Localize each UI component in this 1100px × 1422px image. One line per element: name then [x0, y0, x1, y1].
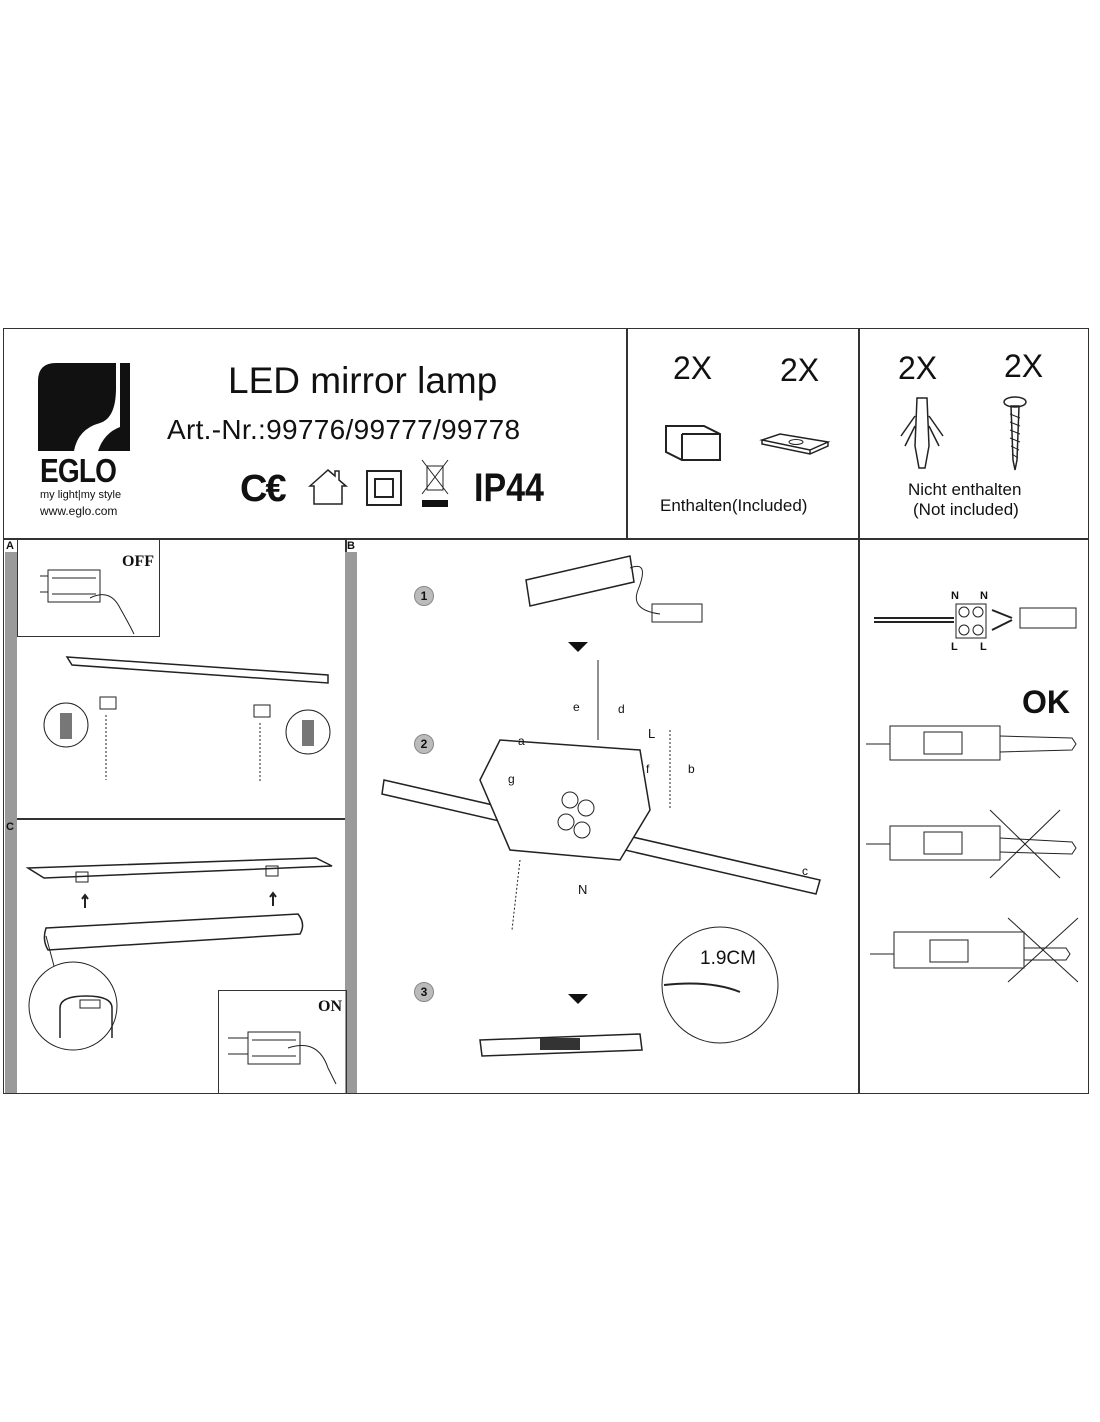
callout-f: f	[646, 762, 650, 776]
header-divider	[3, 538, 1089, 540]
indoor-use-house-icon	[308, 469, 349, 505]
not-included-qty: 2X	[898, 350, 938, 386]
included-qty: 2X	[673, 350, 713, 386]
callout-b: b	[688, 762, 695, 776]
section-label-c: C	[6, 821, 14, 833]
terminal-block-icon	[874, 603, 1077, 639]
step-badge: 1	[414, 586, 434, 606]
terminal-label: N	[980, 590, 988, 602]
article-numbers: Art.-Nr.:99776/99777/99778	[167, 414, 521, 445]
strip-length: 1.9CM	[700, 948, 756, 969]
circuit-breaker-hand-icon	[40, 569, 135, 635]
ip-rating: IP44	[474, 466, 544, 510]
protection-class-ii-icon	[366, 470, 402, 506]
correct-incorrect-wiring-icons	[866, 725, 1079, 983]
brand-tagline: my light|my style	[40, 489, 122, 501]
section-label-b: B	[347, 540, 355, 552]
side-bar	[345, 552, 357, 1093]
side-bar	[5, 552, 17, 1093]
step-badge: 3	[414, 982, 434, 1002]
mounting-bracket-icon	[665, 425, 721, 461]
off-label: OFF	[122, 553, 154, 570]
wall-plug-icon	[900, 397, 944, 469]
mounting-diagram	[43, 656, 331, 783]
callout-g: g	[508, 772, 515, 786]
divider	[5, 818, 345, 820]
circuit-breaker-hand-icon	[228, 1031, 337, 1085]
brand-name: EGLO	[40, 452, 117, 489]
not-included-label: (Not included)	[913, 500, 1019, 519]
terminal-label: N	[951, 590, 959, 602]
breaker-on-inset	[218, 990, 347, 1094]
section-label-a: A	[6, 540, 14, 552]
divider	[858, 328, 860, 1094]
terminal-label: L	[951, 641, 958, 653]
brand-website: www.eglo.com	[40, 504, 118, 518]
not-included-qty: 2X	[1004, 348, 1044, 384]
callout-d: d	[618, 702, 625, 716]
screw-icon	[1003, 396, 1027, 471]
breaker-off-inset	[17, 538, 160, 637]
eglo-logo-icon	[38, 363, 130, 451]
callout-a: a	[518, 734, 525, 748]
divider	[626, 328, 628, 538]
ok-label: OK	[1022, 684, 1070, 720]
not-included-label: Nicht enthalten	[908, 480, 1022, 499]
wiring-steps-diagram	[381, 555, 821, 1057]
on-label: ON	[318, 998, 342, 1015]
included-label: Enthalten(Included)	[660, 496, 808, 515]
included-qty: 2X	[780, 352, 820, 388]
step-badge: 2	[414, 734, 434, 754]
product-title: LED mirror lamp	[228, 360, 498, 401]
callout-e: e	[573, 700, 580, 714]
wire-label-l: L	[648, 726, 656, 741]
ce-mark-icon: C€	[240, 468, 287, 510]
weee-crossed-bin-icon	[421, 459, 449, 507]
callout-c: c	[802, 864, 808, 878]
page-frame	[3, 328, 1089, 1094]
spacer-plate-icon	[759, 433, 831, 455]
wire-label-n: N	[578, 882, 588, 897]
terminal-label: L	[980, 641, 987, 653]
lamp-attach-diagram	[25, 857, 333, 1051]
